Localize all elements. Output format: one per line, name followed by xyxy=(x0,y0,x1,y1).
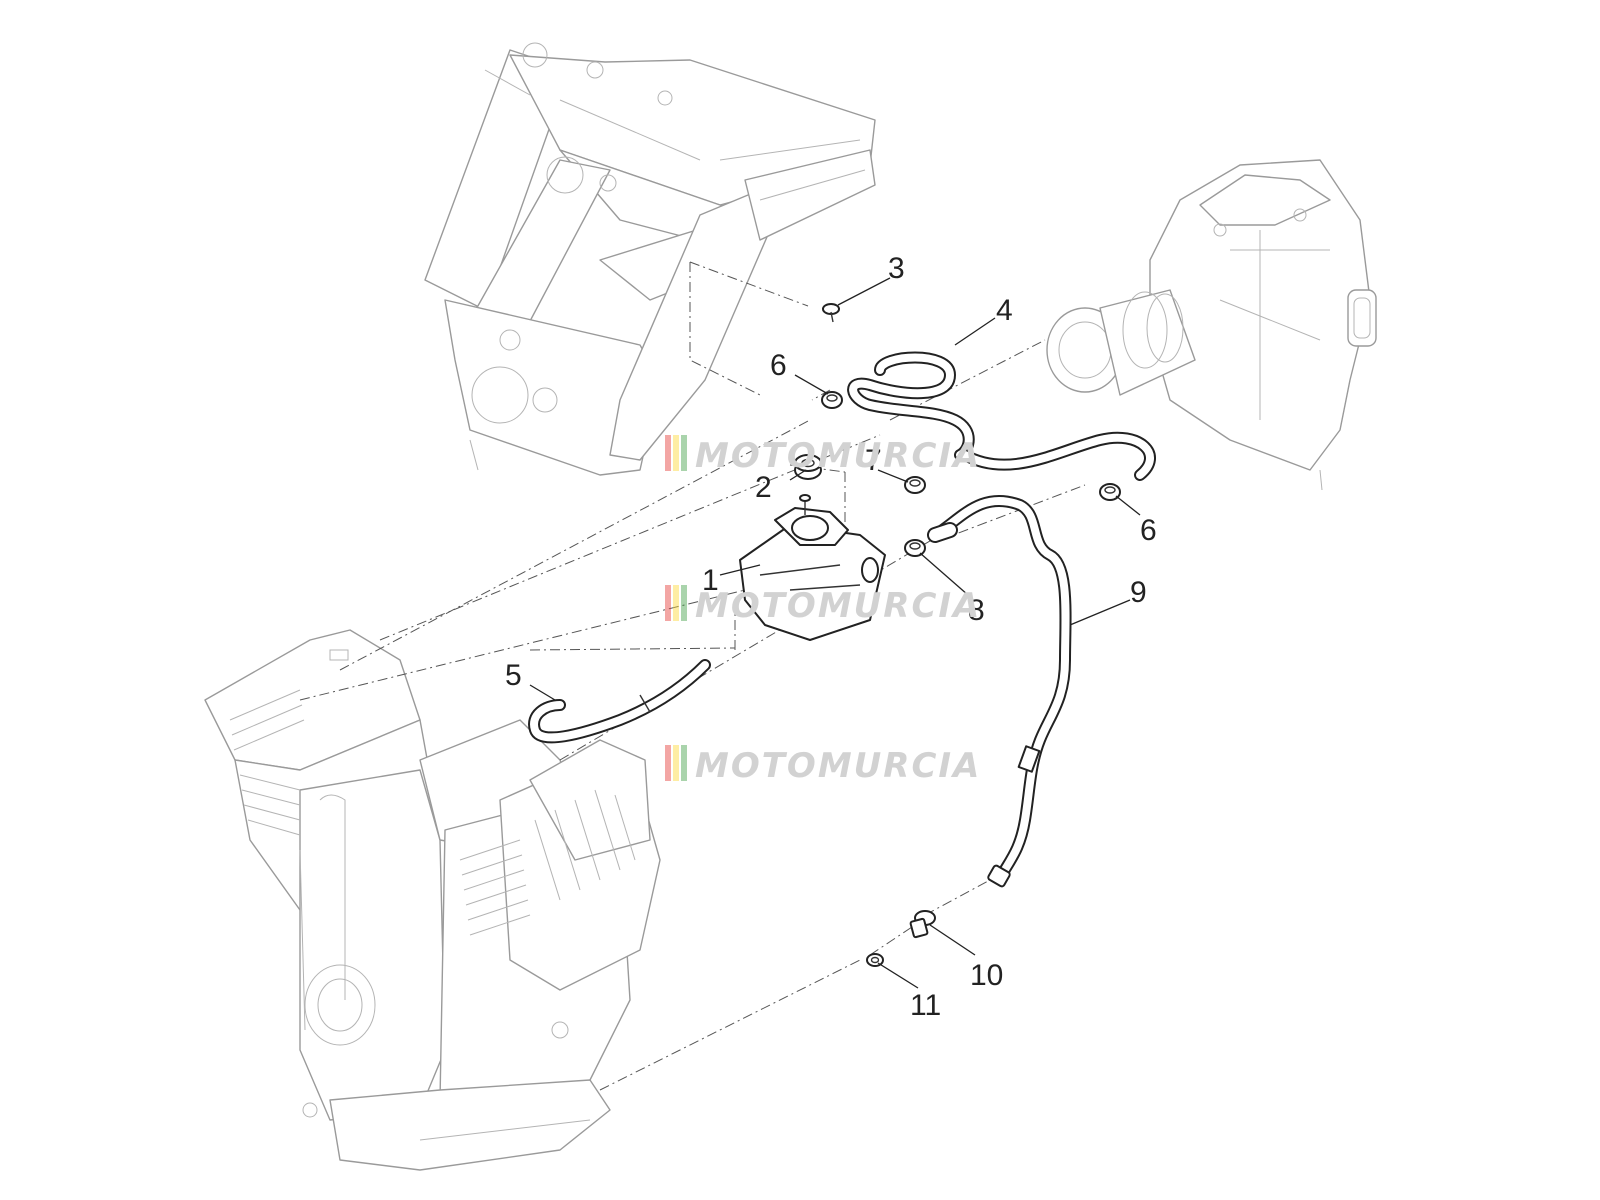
callout-1: 1 xyxy=(702,564,719,597)
banjo-bolt-10 xyxy=(909,910,936,939)
callout-7: 7 xyxy=(865,444,882,477)
engine-cooling-fins xyxy=(229,689,636,936)
hose-4 xyxy=(847,351,975,461)
clamp-8 xyxy=(904,539,926,557)
clamp-7 xyxy=(904,476,926,494)
screw-3 xyxy=(822,303,840,323)
clamp-6-upper xyxy=(821,391,843,409)
callout-5: 5 xyxy=(505,659,522,692)
hose-9 xyxy=(929,494,1072,888)
engine-drawing xyxy=(204,629,661,1171)
hose-end-fitting xyxy=(927,522,958,543)
callout-leaders xyxy=(529,277,1141,989)
watermark-top: MOTOMURCIA xyxy=(665,435,981,476)
valve-body-1 xyxy=(739,494,886,641)
callout-4: 4 xyxy=(996,294,1013,327)
callout-11: 11 xyxy=(910,989,941,1022)
watermark-text-middle: MOTOMURCIA xyxy=(695,586,981,626)
grommet-2 xyxy=(794,454,822,480)
hose-5 xyxy=(528,659,711,744)
callout-3: 3 xyxy=(888,252,905,285)
callout-8: 8 xyxy=(968,594,985,627)
watermark-middle: MOTOMURCIA xyxy=(665,585,981,626)
callout-6-right: 6 xyxy=(1140,514,1157,547)
watermark-text-bottom: MOTOMURCIA xyxy=(695,746,981,786)
callout-6-upper: 6 xyxy=(770,349,787,382)
frame-drawing xyxy=(424,42,876,476)
callout-9: 9 xyxy=(1130,576,1147,609)
callout-2: 2 xyxy=(755,471,772,504)
hose-upper-long xyxy=(959,431,1156,481)
callout-numbers: 1 2 3 4 5 6 6 7 8 9 10 11 xyxy=(505,252,1157,1022)
watermark-bottom: MOTOMURCIA xyxy=(665,745,981,786)
airbox-drawing xyxy=(1046,159,1377,491)
watermark-text-top: MOTOMURCIA xyxy=(695,436,981,476)
clamp-6-right xyxy=(1099,483,1121,501)
callout-10: 10 xyxy=(970,959,1003,992)
